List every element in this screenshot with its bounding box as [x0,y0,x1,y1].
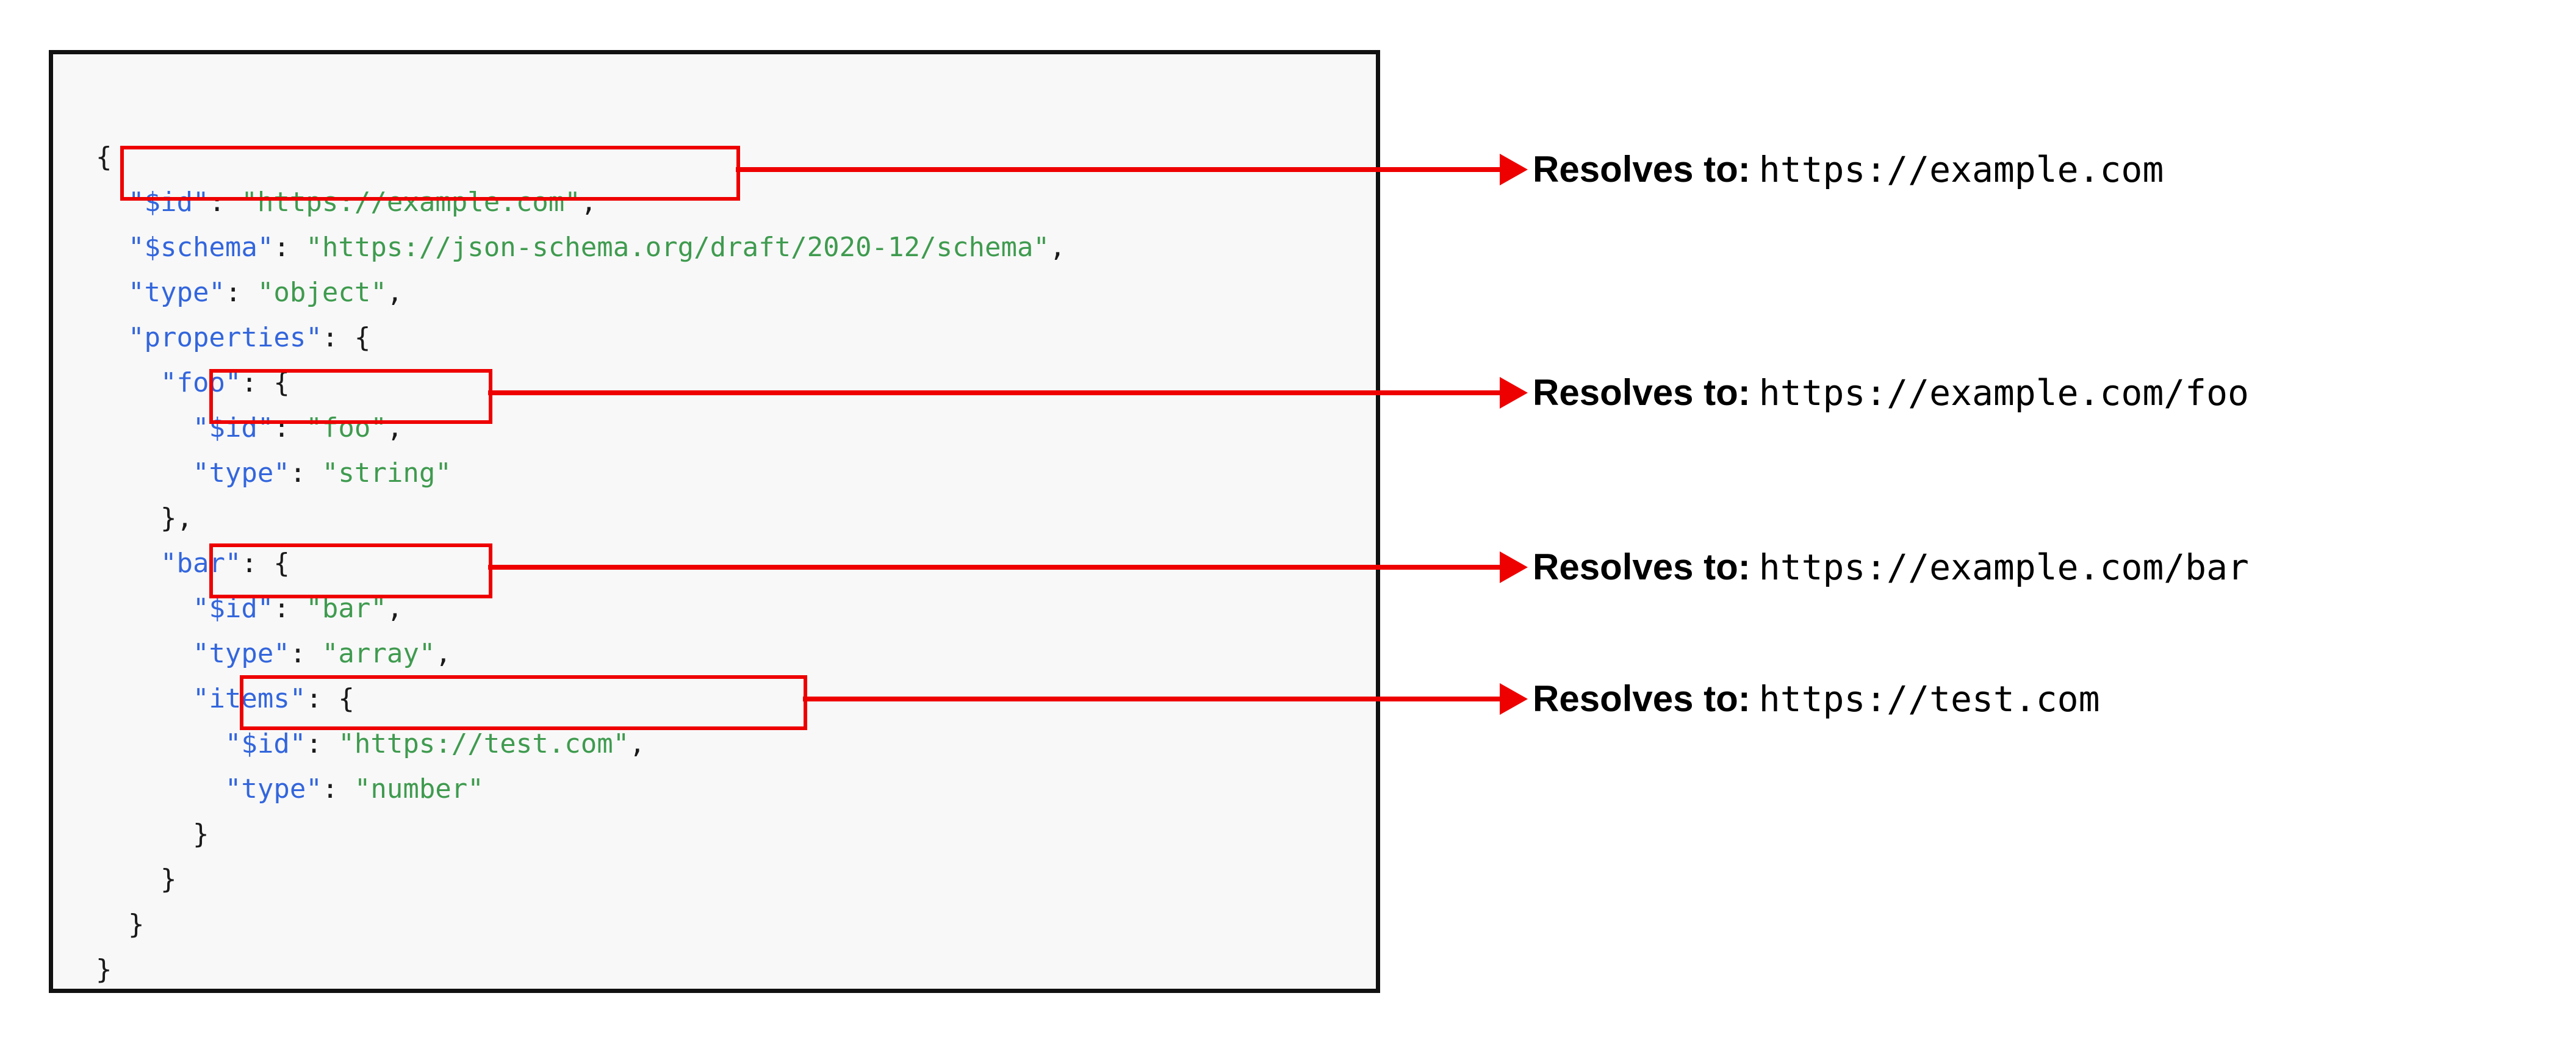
annot-root: Resolves to:https://example.com [1533,151,2164,188]
connector-line-conn-items [803,697,1500,701]
arrow-head-icon-conn-items [1500,683,1528,715]
arrow-head-icon-conn-foo [1500,377,1528,409]
connector-line-conn-foo [488,390,1500,395]
code-token-key: "properties" [128,322,322,353]
connector-line-conn-root [736,167,1500,172]
arrow-head-icon-conn-root [1500,154,1528,185]
resolved-uri-value: https://example.com [1758,149,2164,190]
resolves-to-label: Resolves to: [1533,372,1750,413]
code-line: "$id": "https://example.com", [96,180,1065,225]
resolves-to-label: Resolves to: [1533,149,1750,190]
code-line: "type": "object", [96,270,1065,315]
code-token-key: "type" [192,638,290,669]
code-line: "type": "string" [96,451,1065,496]
code-token-key: "$id" [225,728,306,759]
code-token-str: "string" [322,457,452,489]
code-token-str: "number" [354,773,484,805]
code-token-pun: : { [241,367,290,398]
resolved-uri-value: https://example.com/bar [1758,547,2249,588]
code-token-str: "https://json-schema.org/draft/2020-12/s… [306,232,1049,263]
code-token-pun: { [96,142,112,173]
code-token-str: "https://example.com" [241,187,581,218]
resolves-to-label: Resolves to: [1533,678,1750,719]
annot-bar: Resolves to:https://example.com/bar [1533,549,2249,586]
code-token-key: "type" [192,457,290,489]
code-line: }, [96,496,1065,541]
code-token-pun: } [96,954,112,985]
code-token-str: "object" [257,277,387,308]
code-line: "items": { [96,676,1065,722]
code-token-pun: } [160,864,177,895]
code-token-pun: : [209,187,242,218]
code-token-pun: : [273,232,306,263]
resolved-uri-value: https://example.com/foo [1758,372,2249,414]
code-token-pun: : [289,638,322,669]
code-line: "type": "array", [96,631,1065,676]
code-token-key: "$id" [192,593,274,624]
code-line: "bar": { [96,541,1065,586]
resolved-uri-value: https://test.com [1758,678,2100,720]
code-token-key: "$schema" [128,232,274,263]
code-token-pun: , [386,277,403,308]
code-token-pun: : [306,728,339,759]
json-code-block: { "$id": "https://example.com", "$schema… [96,135,1065,992]
code-line: "$schema": "https://json-schema.org/draf… [96,225,1065,270]
code-token-pun: , [580,187,597,218]
code-token-pun: : [289,457,322,489]
code-token-pun: : { [306,683,354,714]
arrow-head-icon-conn-bar [1500,551,1528,583]
code-line: { [96,135,1065,180]
code-token-pun: , [386,412,403,443]
code-token-pun: , [435,638,452,669]
code-line: "properties": { [96,315,1065,360]
code-line: } [96,857,1065,902]
code-token-pun: }, [160,503,193,534]
code-token-pun: , [1049,232,1066,263]
annot-foo: Resolves to:https://example.com/foo [1533,372,2249,414]
code-token-key: "$id" [128,187,209,218]
code-token-pun: : [273,412,306,443]
code-token-pun: : [273,593,306,624]
connector-line-conn-bar [488,565,1500,570]
code-token-str: "https://test.com" [338,728,630,759]
json-schema-code-panel: { "$id": "https://example.com", "$schema… [49,50,1380,993]
code-line: } [96,947,1065,992]
code-token-pun: , [629,728,646,759]
code-token-key: "$id" [192,412,274,443]
annot-items: Resolves to:https://test.com [1533,678,2100,720]
code-line: "type": "number" [96,767,1065,812]
code-line: "$id": "foo", [96,406,1065,451]
code-token-pun: : { [322,322,371,353]
code-line: } [96,812,1065,857]
code-token-str: "bar" [306,593,387,624]
code-token-pun: } [192,819,209,850]
code-token-pun: : [322,773,354,805]
code-line: "$id": "bar", [96,586,1065,631]
code-token-str: "foo" [306,412,387,443]
code-line: "foo": { [96,360,1065,406]
code-token-pun: } [128,909,145,940]
resolves-to-label: Resolves to: [1533,547,1750,587]
code-token-key: "type" [128,277,225,308]
code-token-key: "foo" [160,367,242,398]
code-token-str: "array" [322,638,436,669]
code-token-key: "items" [192,683,306,714]
code-token-key: "bar" [160,548,242,579]
code-token-pun: : { [241,548,290,579]
code-token-pun: : [225,277,257,308]
code-line: "$id": "https://test.com", [96,722,1065,767]
code-token-key: "type" [225,773,322,805]
code-line: } [96,902,1065,947]
code-token-pun: , [386,593,403,624]
